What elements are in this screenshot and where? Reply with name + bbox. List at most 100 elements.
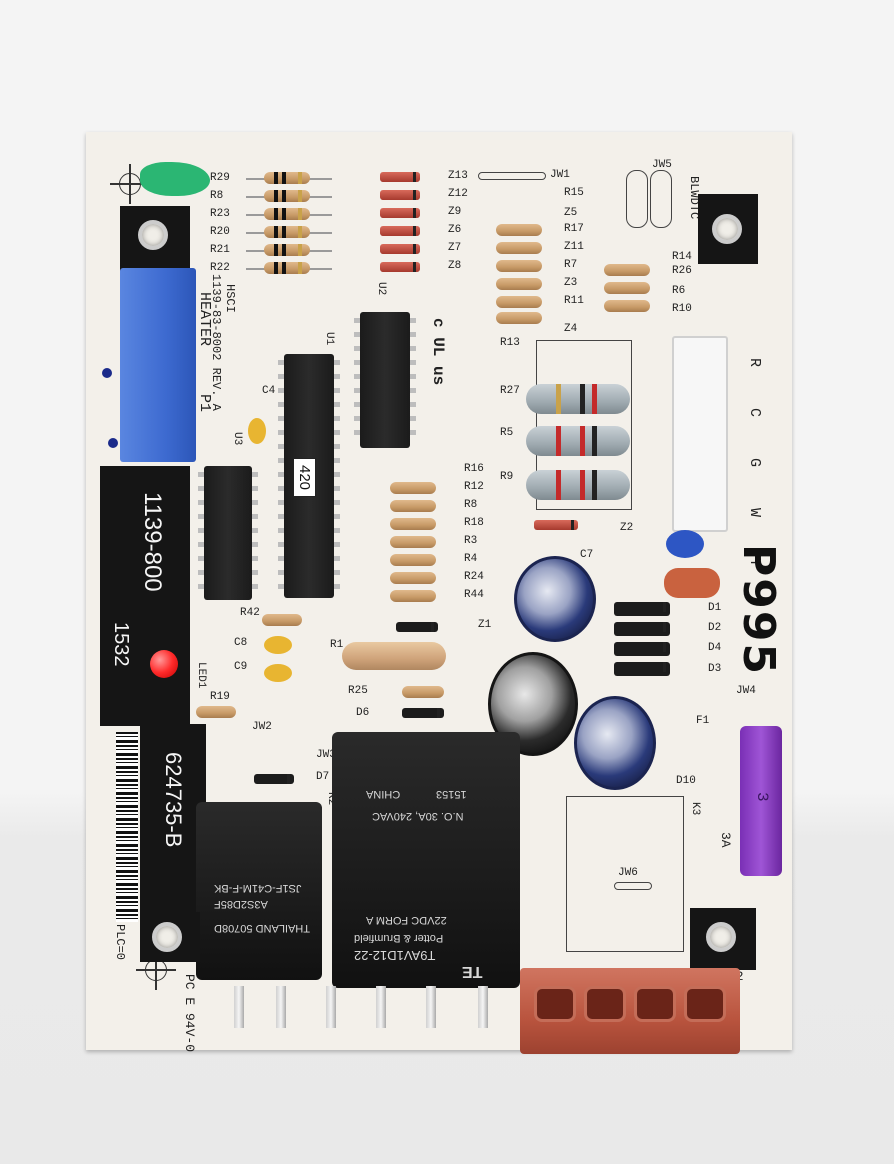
cap-label-c8: C8 xyxy=(234,637,248,649)
ceramic-cap-c4 xyxy=(248,418,266,444)
zener-label-z1: Z1 xyxy=(478,619,492,631)
resistor xyxy=(264,262,310,274)
model-label-strip xyxy=(100,466,190,726)
resistor-label-r1: R1 xyxy=(330,639,344,651)
diode-label-d7: D7 xyxy=(316,771,330,783)
relay-small-model: JS1F-C41M-F-BK xyxy=(214,882,302,894)
power-resistor-label: R13 xyxy=(500,337,520,349)
diode-label-d10: D10 xyxy=(676,775,696,787)
resistor xyxy=(390,536,436,548)
zener-label: Z6 xyxy=(448,224,462,236)
barcode xyxy=(116,732,138,922)
electrolytic-cap-c7 xyxy=(514,556,596,642)
ref-label: JW1 xyxy=(550,169,570,181)
diode xyxy=(614,622,670,636)
resistor xyxy=(390,590,436,602)
ceramic-cap-c9 xyxy=(264,664,292,682)
circuit-board: HEATER P1 1139-800 1532 LED1 624735-B PL… xyxy=(86,132,792,1054)
resistor xyxy=(390,482,436,494)
mounting-hole-left-top xyxy=(138,220,168,250)
spade-terminal xyxy=(276,986,286,1028)
diode-label-d6: D6 xyxy=(356,707,370,719)
resistor xyxy=(604,264,650,276)
jumper-label-jw5: JW5 xyxy=(652,159,672,171)
zener-label: Z7 xyxy=(448,242,462,254)
resistor xyxy=(496,278,542,290)
zener-diode xyxy=(380,190,420,200)
resistor xyxy=(264,172,310,184)
cap-label-c9: C9 xyxy=(234,661,248,673)
diode xyxy=(614,642,670,656)
diode-label: D3 xyxy=(708,663,722,675)
resistor-label: R23 xyxy=(210,208,230,220)
diode xyxy=(614,602,670,616)
jumper-label-jw4: JW4 xyxy=(736,685,756,697)
power-resistor xyxy=(526,470,630,500)
power-resistor-outline xyxy=(536,340,632,510)
ul-mark: c UL us xyxy=(429,318,447,386)
ref-label: Z4 xyxy=(564,323,578,335)
jumper-jw5-outline xyxy=(626,170,648,228)
mounting-hole-right-bottom xyxy=(706,922,736,952)
diode-label: D2 xyxy=(708,622,722,634)
zener-label: Z12 xyxy=(448,188,468,200)
part-number-strip xyxy=(140,724,206,934)
relay-large-te: CHINA 15153 N.O. 30A, 240VAC 22VDC FORM … xyxy=(332,732,520,988)
power-resistor xyxy=(526,426,630,456)
resistor-label: R29 xyxy=(210,172,230,184)
relay-large-contact-rating: N.O. 30A, 240VAC xyxy=(372,810,464,822)
ref-label: Z11 xyxy=(564,241,584,253)
relay-small-origin: THAILAND 50708D xyxy=(214,922,310,934)
resistor-label: R14 xyxy=(672,251,692,263)
relay-small-code: A3S2D85F xyxy=(214,898,268,910)
chip-sticker: 420 xyxy=(293,458,316,498)
resistor-label: R26 xyxy=(672,265,692,277)
electrolytic-cap-c1 xyxy=(574,696,656,790)
resistor xyxy=(496,242,542,254)
relay-label-k3: K3 xyxy=(689,802,701,816)
heater-connector-p1 xyxy=(120,268,196,462)
ref-label: R11 xyxy=(564,295,584,307)
resistor xyxy=(496,260,542,272)
ref-label: R17 xyxy=(564,223,584,235)
ceramic-cap-blue xyxy=(666,530,704,558)
ic-u3 xyxy=(198,466,258,600)
resistor-label: R20 xyxy=(210,226,230,238)
power-resistor-label: R9 xyxy=(500,471,514,483)
mounting-hole-left-bottom xyxy=(152,922,182,952)
resistor xyxy=(264,226,310,238)
zener-diode xyxy=(380,262,420,272)
resistor-label: R4 xyxy=(464,553,478,565)
plc-text: PLC=0 xyxy=(113,924,127,961)
fuse-label-f1: F1 xyxy=(696,715,710,727)
silkscreen-part: 1139-83-8002 REV. A xyxy=(209,274,223,411)
resistor-label: R6 xyxy=(672,285,686,297)
jumper-jw1 xyxy=(478,172,546,180)
model-number: 1139-800 xyxy=(139,492,166,592)
zener-diode-z1 xyxy=(396,622,438,632)
ic-label: U1 xyxy=(323,332,335,346)
fuse xyxy=(740,726,782,876)
resistor xyxy=(604,282,650,294)
resistor-label: R24 xyxy=(464,571,484,583)
diode-d6 xyxy=(402,708,444,718)
relay-large-brand: TE xyxy=(462,963,483,980)
relay-large-maker: Potter & Brumfield xyxy=(354,932,444,944)
resistor-r25 xyxy=(402,686,444,698)
diode-d7 xyxy=(254,774,294,784)
resistor-label: R44 xyxy=(464,589,484,601)
resistor-label-r19: R19 xyxy=(210,691,230,703)
ic-u2 xyxy=(354,312,416,448)
ref-label: Z3 xyxy=(564,277,578,289)
fuse-number: 3 xyxy=(753,792,771,802)
ceramic-cap-c8 xyxy=(264,636,292,654)
thermostat-connector xyxy=(672,336,728,532)
resistor xyxy=(496,312,542,324)
zener-label: Z13 xyxy=(448,170,468,182)
resistor-label: R16 xyxy=(464,463,484,475)
diode xyxy=(614,662,670,676)
power-resistor-label: R27 xyxy=(500,385,520,397)
resistor-label: R10 xyxy=(672,303,692,315)
jumper-label-jw3: JW3 xyxy=(316,749,336,761)
zener-diode-z2 xyxy=(534,520,578,530)
